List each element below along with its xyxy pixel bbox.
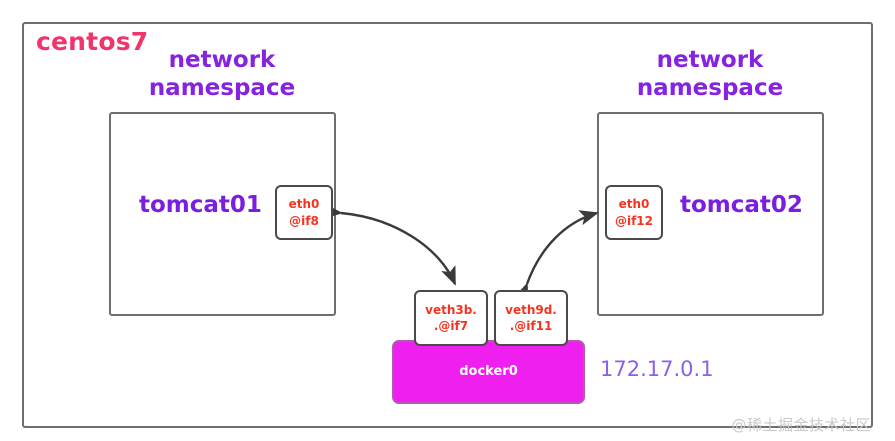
veth-peer-veth3b: .@if7 <box>433 319 469 333</box>
veth-name-veth9d: veth9d. <box>505 302 557 317</box>
interface-box-veth3b: veth3b. .@if7 <box>414 290 488 346</box>
interface-peer-eth0-tomcat02: @if12 <box>614 213 654 228</box>
veth-peer-veth9d: .@if11 <box>509 319 553 333</box>
namespace-caption-right: network namespace <box>636 47 784 102</box>
interface-box-eth0-tomcat02: eth0 @if12 <box>605 185 663 240</box>
interface-name-eth0-tomcat01: eth0 <box>288 197 320 212</box>
namespace-caption-left: network namespace <box>148 47 296 102</box>
container-label-tomcat02: tomcat02 <box>680 192 803 218</box>
veth-name-veth3b: veth3b. <box>425 302 477 317</box>
docker0-bridge-box <box>392 340 585 404</box>
watermark-label: @稀土掘金技术社区 <box>731 416 871 434</box>
gateway-ip-label: 172.17.0.1 <box>600 357 714 381</box>
interface-peer-eth0-tomcat01: @if8 <box>289 213 319 228</box>
container-label-tomcat01: tomcat01 <box>139 192 262 218</box>
interface-box-veth9d: veth9d. .@if11 <box>494 290 568 346</box>
interface-name-eth0-tomcat02: eth0 <box>618 197 650 212</box>
host-label: centos7 <box>36 27 149 56</box>
docker0-bridge-label: docker0 <box>459 364 518 379</box>
interface-box-eth0-tomcat01: eth0 @if8 <box>275 185 333 240</box>
